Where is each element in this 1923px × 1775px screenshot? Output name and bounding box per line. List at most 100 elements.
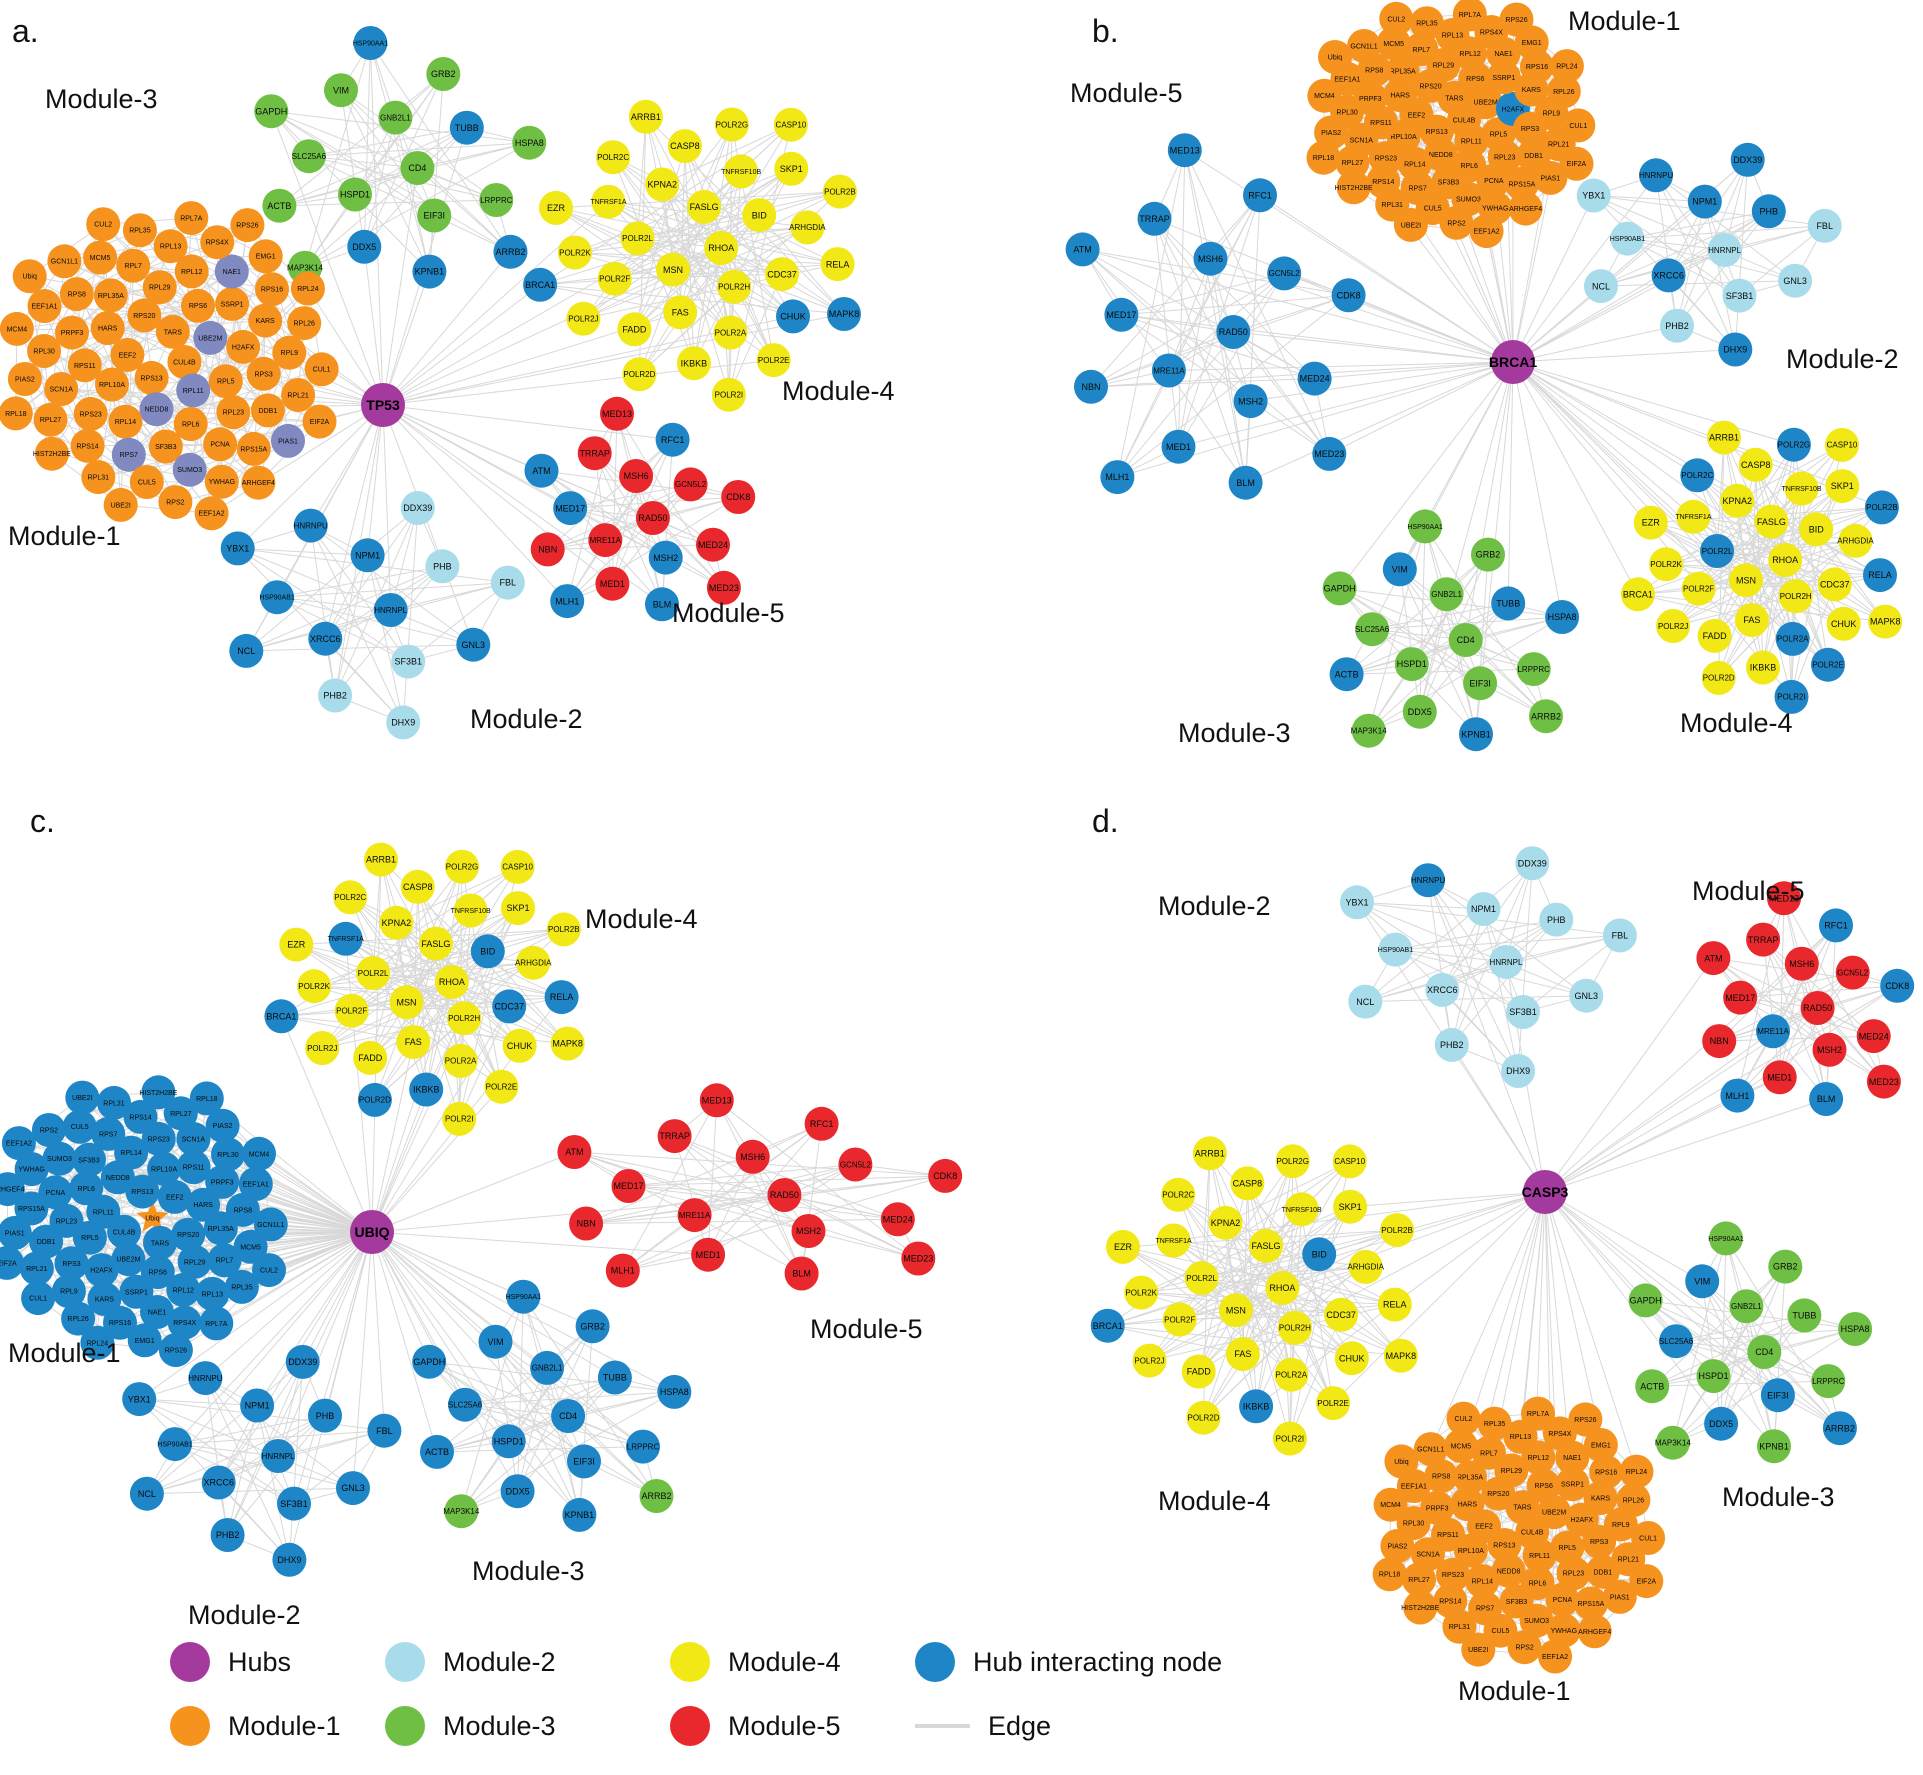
network-node-FASLG[interactable]: FASLG [1754, 504, 1789, 539]
network-node-GAPDH[interactable]: GAPDH [1628, 1283, 1663, 1318]
network-node-MED17[interactable]: MED17 [1723, 980, 1758, 1015]
network-node-DDX5[interactable]: DDX5 [500, 1474, 535, 1509]
network-node-MSH2[interactable]: MSH2 [1812, 1032, 1847, 1067]
network-node-YBX1[interactable]: YBX1 [1576, 178, 1611, 213]
network-node-HSP90AA1[interactable]: HSP90AA1 [506, 1279, 542, 1314]
network-node-POLR2G[interactable]: POLR2G [445, 849, 479, 884]
network-node-GAPDH[interactable]: GAPDH [254, 94, 289, 129]
network-node-MLH1[interactable]: MLH1 [1720, 1078, 1755, 1113]
network-node-PIAS1[interactable]: PIAS1 [1533, 160, 1568, 195]
network-node-GRB2[interactable]: GRB2 [426, 57, 461, 91]
network-node-MAPK8[interactable]: MAPK8 [1868, 604, 1903, 639]
network-node-MED1[interactable]: MED1 [595, 566, 630, 601]
network-node-MSH6[interactable]: MSH6 [619, 459, 654, 493]
network-node-EIF3I[interactable]: EIF3I [417, 198, 452, 233]
network-node-POLR2G[interactable]: POLR2G [1776, 427, 1811, 462]
network-node-RFC1[interactable]: RFC1 [655, 422, 690, 457]
network-node-RPL7A[interactable]: RPL7A [1521, 1396, 1555, 1431]
network-node-ARHGDIA[interactable]: ARHGDIA [1347, 1249, 1385, 1284]
network-node-SF3B3[interactable]: SF3B3 [148, 429, 183, 464]
network-node-RPS3[interactable]: RPS3 [246, 356, 281, 391]
network-node-EEF1A2[interactable]: EEF1A2 [1469, 214, 1504, 249]
network-node-POLR2E[interactable]: POLR2E [1316, 1386, 1351, 1421]
network-node-UBE2I[interactable]: UBE2I [1461, 1632, 1496, 1667]
network-node-RFC1[interactable]: RFC1 [1819, 908, 1853, 943]
network-node-RPL26[interactable]: RPL26 [61, 1301, 96, 1336]
network-node-EZR[interactable]: EZR [1633, 505, 1668, 540]
network-node-RPS2[interactable]: RPS2 [1507, 1630, 1542, 1665]
network-node-POLR2H[interactable]: POLR2H [1277, 1310, 1312, 1345]
network-node-CDC37[interactable]: CDC37 [1324, 1297, 1359, 1332]
network-node-CUL5[interactable]: CUL5 [129, 465, 164, 499]
network-node-IKBKB[interactable]: IKBKB [676, 346, 711, 381]
network-node-RPL27[interactable]: RPL27 [1335, 145, 1370, 180]
network-node-GNL3[interactable]: GNL3 [336, 1471, 370, 1506]
network-node-LRPPRC[interactable]: LRPPRC [1516, 652, 1551, 687]
network-node-HNRNPL[interactable]: HNRNPL [373, 593, 408, 627]
network-node-EEF1A2[interactable]: EEF1A2 [194, 496, 229, 531]
network-node-MED1[interactable]: MED1 [1762, 1060, 1797, 1095]
network-node-POLR2H[interactable]: POLR2H [717, 269, 752, 304]
network-node-TUBB[interactable]: TUBB [597, 1360, 632, 1395]
network-node-MAP3K14[interactable]: MAP3K14 [1655, 1425, 1692, 1460]
network-node-SKP1[interactable]: SKP1 [1333, 1189, 1368, 1224]
network-node-POLR2K[interactable]: POLR2K [557, 235, 592, 270]
network-node-POLR2C[interactable]: POLR2C [1161, 1177, 1196, 1212]
network-node-RPS14[interactable]: RPS14 [1433, 1584, 1468, 1618]
network-node-HSP90AB1[interactable]: HSP90AB1 [157, 1427, 193, 1462]
network-node-POLR2D[interactable]: POLR2D [622, 357, 657, 392]
network-node-ACTB[interactable]: ACTB [262, 188, 297, 223]
network-node-POLR2J[interactable]: POLR2J [1656, 609, 1691, 643]
network-node-MED23[interactable]: MED23 [901, 1241, 936, 1276]
network-node-CD4[interactable]: CD4 [400, 151, 435, 185]
network-node-KARS[interactable]: KARS [1583, 1481, 1618, 1515]
network-node-DHX9[interactable]: DHX9 [1718, 332, 1753, 367]
network-node-DDB1[interactable]: DDB1 [250, 393, 285, 428]
network-node-BLM[interactable]: BLM [645, 587, 679, 622]
network-node-GRB2[interactable]: GRB2 [1471, 537, 1505, 572]
network-node-NBN[interactable]: NBN [530, 532, 565, 567]
network-node-ARRB1[interactable]: ARRB1 [628, 99, 663, 134]
network-node-RPS15A[interactable]: RPS15A [14, 1191, 49, 1226]
network-node-MED1[interactable]: MED1 [691, 1237, 726, 1272]
network-node-RPL11[interactable]: RPL11 [176, 373, 211, 408]
network-node-ACTB[interactable]: ACTB [1635, 1369, 1670, 1404]
network-node-YBX1[interactable]: YBX1 [220, 531, 255, 566]
network-node-POLR2E[interactable]: POLR2E [484, 1069, 519, 1104]
network-node-RPL7[interactable]: RPL7 [1471, 1435, 1506, 1470]
network-node-TRRAP[interactable]: TRRAP [657, 1119, 692, 1154]
network-node-BRCA1[interactable]: BRCA1 [264, 999, 299, 1034]
network-node-BRCA1[interactable]: BRCA1 [523, 267, 558, 302]
network-node-NEDD8[interactable]: NEDD8 [1491, 1553, 1526, 1588]
network-node-NCL[interactable]: NCL [1584, 269, 1618, 304]
network-node-EZR[interactable]: EZR [279, 927, 314, 962]
network-node-MLH1[interactable]: MLH1 [1100, 460, 1135, 495]
network-node-RPS16[interactable]: RPS16 [103, 1305, 137, 1340]
network-node-MED24[interactable]: MED24 [1856, 1019, 1891, 1054]
network-node-BLM[interactable]: BLM [1809, 1082, 1844, 1116]
network-node-RPL7A[interactable]: RPL7A [1452, 0, 1487, 32]
network-node-CUL5[interactable]: CUL5 [62, 1109, 97, 1144]
network-node-RPL7A[interactable]: RPL7A [174, 201, 209, 236]
network-node-RPS6[interactable]: RPS6 [1458, 61, 1493, 96]
network-node-RPL11[interactable]: RPL11 [86, 1194, 121, 1229]
network-node-DDB1[interactable]: DDB1 [1585, 1554, 1620, 1589]
network-node-CASP8[interactable]: CASP8 [1738, 447, 1773, 482]
network-node-UBE2I[interactable]: UBE2I [65, 1080, 100, 1115]
network-node-POLR2F[interactable]: POLR2F [1162, 1302, 1197, 1337]
network-node-MSN[interactable]: MSN [1729, 563, 1763, 598]
network-node-KPNB1[interactable]: KPNB1 [1757, 1429, 1791, 1464]
network-node-ARHGDIA[interactable]: ARHGDIA [1837, 523, 1874, 558]
network-node-MCM5[interactable]: MCM5 [1443, 1429, 1478, 1463]
network-node-ARRB2[interactable]: ARRB2 [1822, 1411, 1857, 1446]
network-node-POLR2A[interactable]: POLR2A [1775, 621, 1810, 656]
network-node-CDK8[interactable]: CDK8 [1331, 278, 1366, 313]
network-node-POLR2A[interactable]: POLR2A [1274, 1357, 1309, 1392]
network-node-PHB[interactable]: PHB [425, 549, 460, 584]
network-node-CHUK[interactable]: CHUK [1334, 1341, 1369, 1376]
network-node-MCM5[interactable]: MCM5 [83, 240, 118, 275]
network-node-PHB[interactable]: PHB [1751, 194, 1786, 229]
network-node-ACTB[interactable]: ACTB [420, 1434, 454, 1469]
network-node-ARRB1[interactable]: ARRB1 [1707, 420, 1741, 455]
network-node-PHB2[interactable]: PHB2 [210, 1518, 245, 1552]
